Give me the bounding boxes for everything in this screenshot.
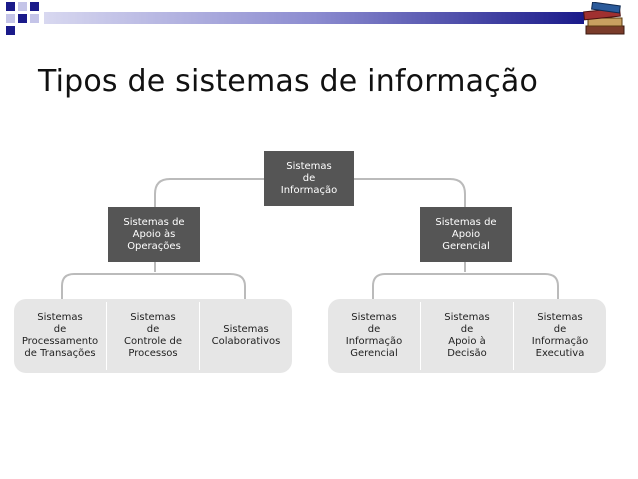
leaf-process-control: Sistemas de Controle de Processos bbox=[124, 312, 182, 359]
leaf-transaction-processing: Sistemas de Processamento de Transações bbox=[21, 312, 99, 359]
header-gradient-bar bbox=[44, 12, 584, 24]
branch-node-management: Sistemas de Apoio Gerencial bbox=[420, 207, 512, 262]
leaf-management-information: Sistemas de Informação Gerencial bbox=[345, 312, 403, 359]
header-squares bbox=[6, 2, 39, 35]
leaf-decision-support: Sistemas de Apoio à Decisão bbox=[444, 312, 490, 359]
slide-title: Tipos de sistemas de informação bbox=[38, 64, 539, 99]
leaf-group-management bbox=[328, 299, 606, 373]
stacked-books-icon bbox=[583, 2, 625, 35]
leaf-separator bbox=[199, 302, 200, 370]
leaf-separator bbox=[420, 302, 421, 370]
leaf-executive-information: Sistemas de Informação Executiva bbox=[531, 312, 589, 359]
root-node: Sistemas de Informação bbox=[264, 151, 354, 206]
header-bar bbox=[6, 2, 584, 35]
branch-node-operations: Sistemas de Apoio às Operações bbox=[108, 207, 200, 262]
leaf-separator bbox=[106, 302, 107, 370]
leaf-separator bbox=[513, 302, 514, 370]
leaf-group-operations bbox=[14, 299, 292, 373]
leaf-collaborative: Sistemas Colaborativos bbox=[211, 324, 281, 347]
